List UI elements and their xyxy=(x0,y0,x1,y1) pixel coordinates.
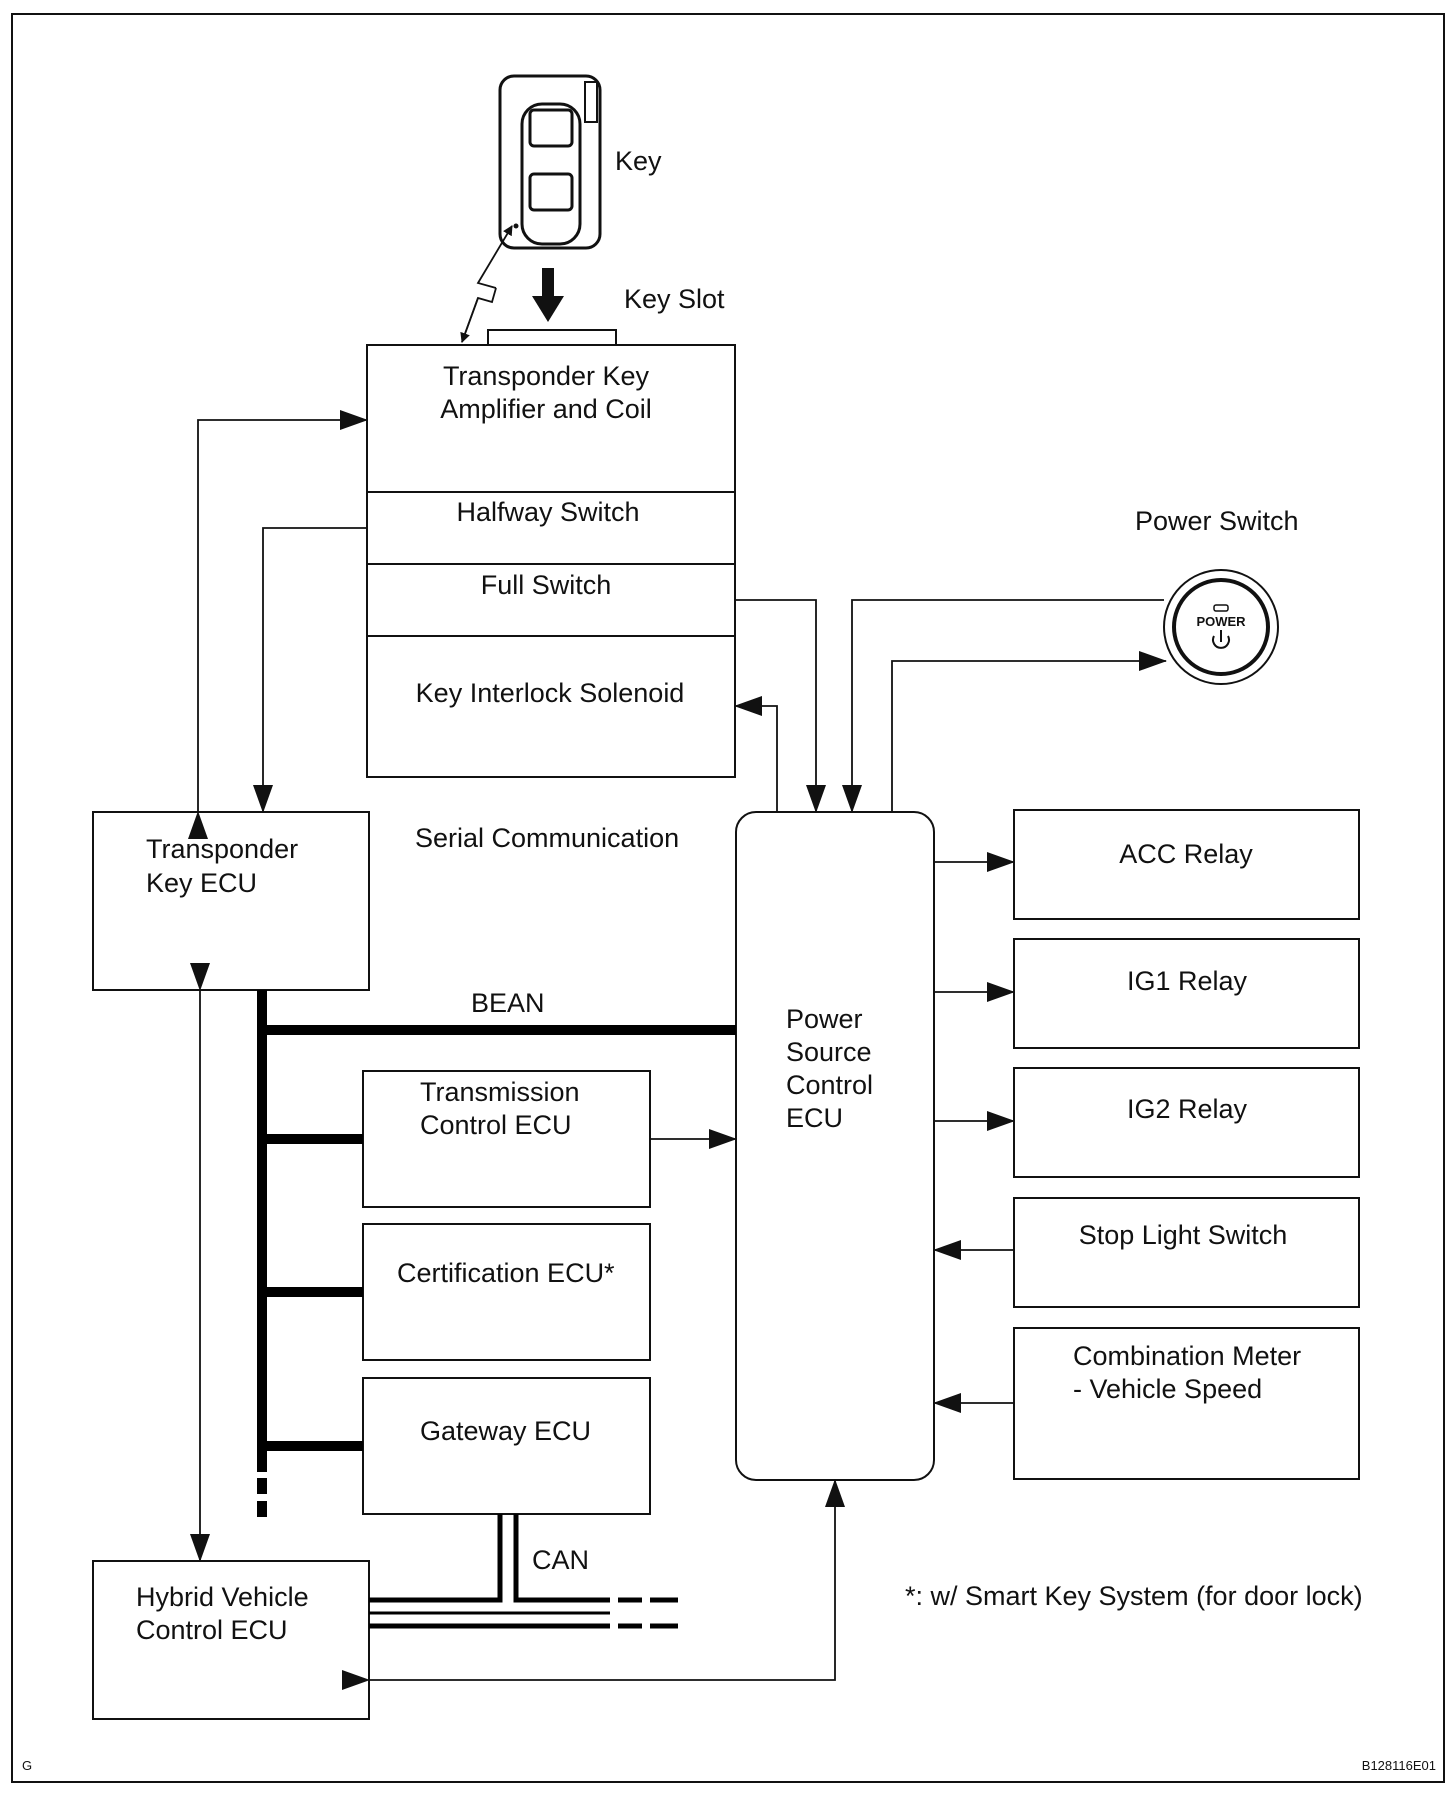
can-bus xyxy=(369,1514,678,1629)
acc-relay-label: ACC Relay xyxy=(1119,839,1253,869)
transmission-ecu-label-2: Control ECU xyxy=(420,1110,572,1140)
power-button-text: POWER xyxy=(1196,614,1246,629)
combination-meter-label-2: - Vehicle Speed xyxy=(1073,1374,1262,1404)
ig2-relay-label: IG2 Relay xyxy=(1127,1094,1248,1124)
power-source-ecu-label-2: Source xyxy=(786,1037,872,1067)
signal-wires xyxy=(188,410,1167,1690)
combination-meter-box xyxy=(1013,1327,1360,1480)
key-fob-icon xyxy=(498,74,602,250)
can-label: CAN xyxy=(532,1545,589,1575)
footnote: *: w/ Smart Key System (for door lock) xyxy=(905,1581,1363,1611)
gateway-ecu-label: Gateway ECU xyxy=(420,1416,591,1446)
power-source-ecu-label-1: Power xyxy=(786,1004,863,1034)
transmission-ecu-label-1: Transmission xyxy=(420,1077,580,1107)
bean-label: BEAN xyxy=(471,988,545,1018)
transponder-amplifier-label-2: Amplifier and Coil xyxy=(440,394,652,424)
ig1-relay-label: IG1 Relay xyxy=(1127,966,1248,996)
insert-arrow-head xyxy=(532,296,564,322)
key-label: Key xyxy=(615,146,662,176)
power-switch-icon: POWER xyxy=(1163,569,1279,685)
power-source-ecu-label-4: ECU xyxy=(786,1103,843,1133)
power-source-ecu-label-3: Control xyxy=(786,1070,873,1100)
ig1-relay-box xyxy=(1013,938,1360,1049)
certification-ecu-box xyxy=(362,1223,651,1361)
insert-arrow-shaft xyxy=(542,268,554,298)
stop-light-switch-box xyxy=(1013,1197,1360,1308)
hybrid-ecu-label-2: Control ECU xyxy=(136,1615,288,1645)
gateway-ecu-box xyxy=(362,1377,651,1515)
key-interlock-solenoid-label: Key Interlock Solenoid xyxy=(416,678,685,708)
certification-ecu-label: Certification ECU* xyxy=(397,1258,615,1288)
combination-meter-label-1: Combination Meter xyxy=(1073,1341,1301,1371)
wireless-arrow-down xyxy=(460,297,479,343)
key-slot xyxy=(487,329,617,347)
transponder-key-ecu-label-2: Key ECU xyxy=(146,868,257,898)
power-switch-label: Power Switch xyxy=(1135,506,1299,536)
transmission-control-ecu-box xyxy=(362,1070,651,1208)
transponder-key-ecu-box xyxy=(92,811,370,991)
key-slot-label: Key Slot xyxy=(624,284,725,314)
hybrid-vehicle-control-ecu-box xyxy=(92,1560,370,1720)
power-source-control-ecu-box xyxy=(735,811,935,1481)
hybrid-ecu-label-1: Hybrid Vehicle xyxy=(136,1582,309,1612)
acc-relay-box xyxy=(1013,809,1360,920)
figure-code: B128116E01 xyxy=(1362,1758,1436,1773)
halfway-switch-label: Halfway Switch xyxy=(456,497,639,527)
corner-letter: G xyxy=(22,1758,32,1773)
outer-frame xyxy=(11,13,1445,1783)
wireless-link-upper xyxy=(476,225,513,289)
bean-bus xyxy=(257,990,736,1517)
transponder-key-ecu-label-1: Transponder xyxy=(146,834,298,864)
full-switch-label: Full Switch xyxy=(481,570,612,600)
transponder-amplifier-assembly xyxy=(366,344,736,778)
transponder-amplifier-label-1: Transponder Key xyxy=(443,361,650,391)
stop-light-switch-label: Stop Light Switch xyxy=(1079,1220,1288,1250)
serial-communication-label: Serial Communication xyxy=(415,823,679,853)
